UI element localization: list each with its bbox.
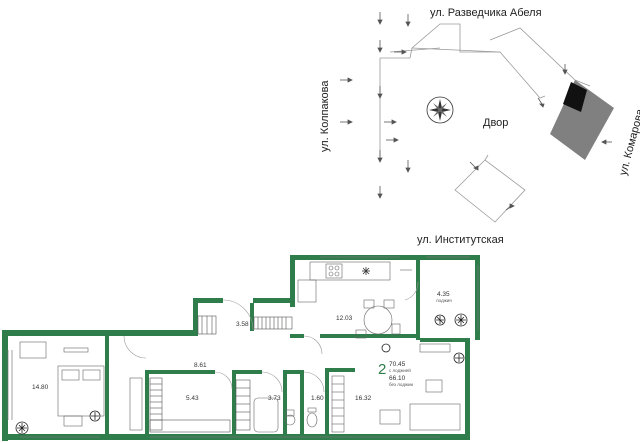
room-area-kitchen: 12.03 xyxy=(336,315,353,322)
bedroom-furniture xyxy=(19,341,143,431)
total-area: 70.45 xyxy=(389,361,406,368)
room-area-loggia: 4.35 xyxy=(437,291,450,298)
building-entrance xyxy=(563,82,587,112)
living-area: 66.10 xyxy=(389,375,406,382)
room-area-corridor: 8.61 xyxy=(194,362,207,369)
living-furniture xyxy=(331,343,461,433)
room-area-bathroom: 3.73 xyxy=(268,395,281,402)
living-area-label: без лоджии xyxy=(389,382,413,387)
street-east: ул. Комарова xyxy=(617,107,640,177)
bathroom-fixtures xyxy=(253,397,318,433)
fan-icon xyxy=(362,267,370,275)
rooms-count: 2 xyxy=(378,361,386,378)
total-area-label: с лоджией xyxy=(389,367,411,373)
street-west: ул. Колпакова xyxy=(319,80,331,152)
wardrobe-cabinets xyxy=(149,377,251,433)
doors xyxy=(123,281,419,393)
plant-icon xyxy=(15,313,468,435)
room-area-hall: 3.58 xyxy=(236,321,249,328)
yard-label: Двор xyxy=(483,117,508,129)
room-area-wc: 1.60 xyxy=(311,395,324,402)
street-south: ул. Институтская xyxy=(417,234,504,246)
compass-icon xyxy=(426,96,454,124)
room-area-loggia-sub: лоджия xyxy=(436,298,452,303)
kitchen-furniture xyxy=(297,261,412,339)
street-north: ул. Разведчика Абеля xyxy=(430,7,542,19)
room-area-living: 16.32 xyxy=(355,395,372,402)
room-area-wardrobe: 5.43 xyxy=(186,395,199,402)
site-map xyxy=(379,23,591,223)
room-area-bedroom: 14.80 xyxy=(32,384,49,391)
hall-wardrobe xyxy=(197,315,293,335)
windows xyxy=(7,256,479,438)
